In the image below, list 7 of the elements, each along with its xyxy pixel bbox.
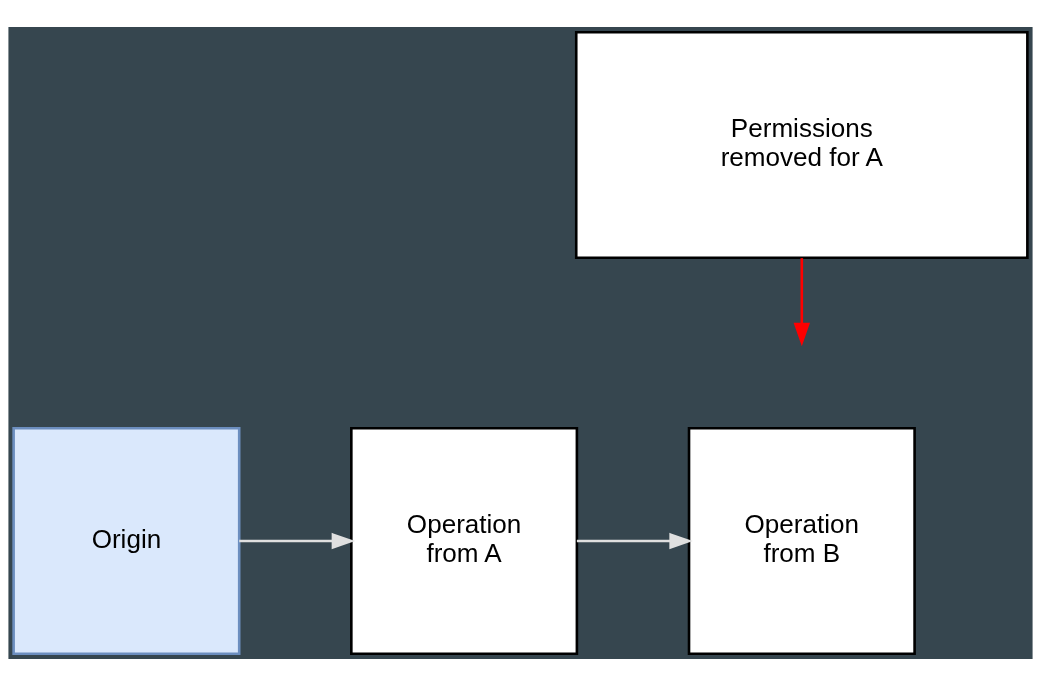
node-box: Operation from B: [687, 426, 916, 655]
node-box: Origin: [12, 426, 241, 655]
arrow: [576, 532, 693, 549]
arrow: [793, 257, 811, 346]
arrow: [239, 532, 356, 549]
node-box: Permissions removed for A: [574, 30, 1029, 259]
node-box: Operation from A: [350, 426, 579, 655]
